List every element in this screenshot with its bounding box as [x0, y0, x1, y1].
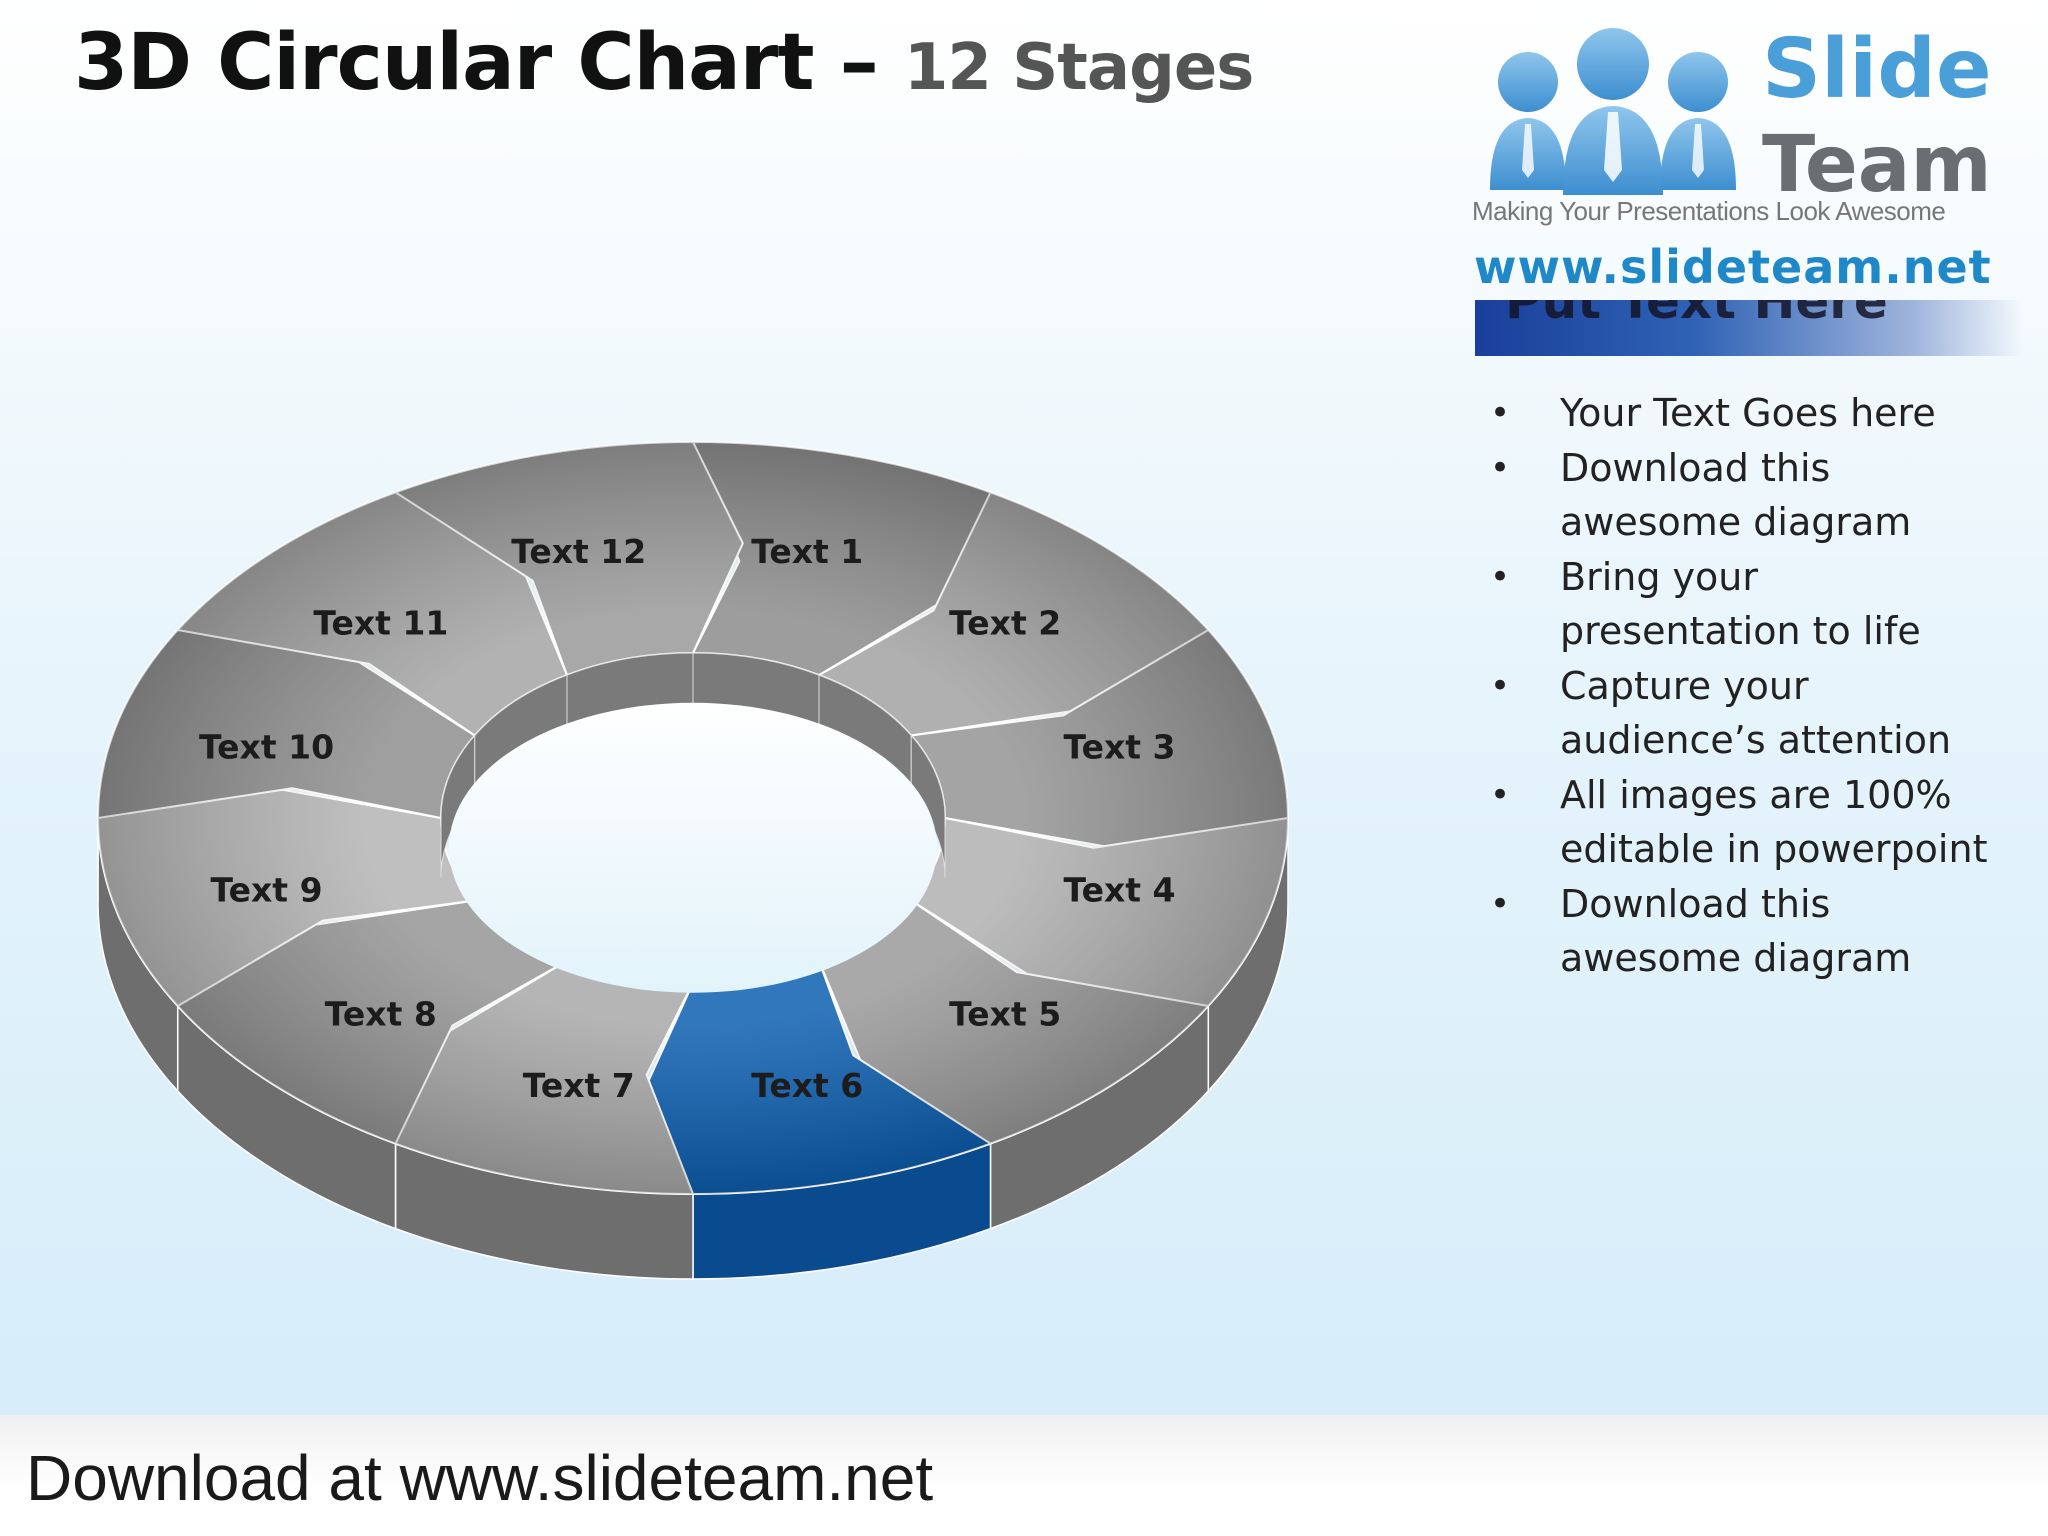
title-sub: 12 Stages — [903, 31, 1255, 105]
slide-title: 3D Circular Chart – 12 Stages — [74, 18, 1255, 108]
people-icon — [1490, 28, 1736, 195]
panel-header: Put Text Here — [1475, 300, 2023, 356]
bullet-item: Bring your presentation to life — [1490, 550, 2010, 659]
stage-label: Text 12 — [511, 532, 646, 571]
footer-download-text: Download at www.slideteam.net — [26, 1442, 934, 1514]
circular-12-stage-diagram: Text 1 Text 2 Text 3 Text 4 Text 5 Text 6 Text… — [97, 441, 1289, 1280]
stage-label: Text 7 — [523, 1066, 635, 1105]
stage-label: Text 11 — [313, 603, 448, 642]
logo-tagline: Making Your Presentations Look Awesome — [1472, 196, 1946, 226]
stage-label: Text 10 — [199, 727, 334, 766]
segment-labels: Text 1 Text 2 Text 3 Text 4 Text 5 Text 6 Text… — [199, 532, 1175, 1105]
bullet-item: Download this awesome diagram — [1490, 441, 2010, 550]
stage-label: Text 2 — [949, 603, 1061, 642]
bullet-item: Your Text Goes here — [1490, 386, 2010, 441]
bullet-item: All images are 100% editable in powerpoi… — [1490, 768, 2010, 877]
stage-label: Text 6 — [751, 1066, 863, 1105]
stage-label: Text 9 — [211, 871, 323, 910]
bullet-item: Download this awesome diagram — [1490, 877, 2010, 986]
stage-label: Text 4 — [1063, 871, 1175, 910]
slideteam-logo: Slide Team Making Your Presentations Loo… — [1468, 20, 2028, 310]
ring-inner-wall — [440, 652, 946, 993]
ring-hole — [449, 702, 937, 993]
footer-bar: Download at www.slideteam.net — [0, 1415, 2048, 1536]
logo-brand-slide: Slide — [1762, 22, 1992, 117]
bullet-item: Capture your audience’s attention — [1490, 659, 2010, 768]
panel-header-text: Put Text Here — [1505, 300, 1888, 330]
logo-url: www.slideteam.net — [1474, 240, 1992, 294]
stage-label: Text 1 — [751, 532, 863, 571]
stage-label: Text 5 — [949, 995, 1061, 1034]
stage-label: Text 3 — [1063, 727, 1175, 766]
title-main: 3D Circular Chart – — [74, 18, 879, 108]
bullet-list: Your Text Goes here Download this awesom… — [1490, 386, 2010, 986]
logo-brand-team: Team — [1762, 120, 1992, 210]
stage-label: Text 8 — [325, 995, 437, 1034]
